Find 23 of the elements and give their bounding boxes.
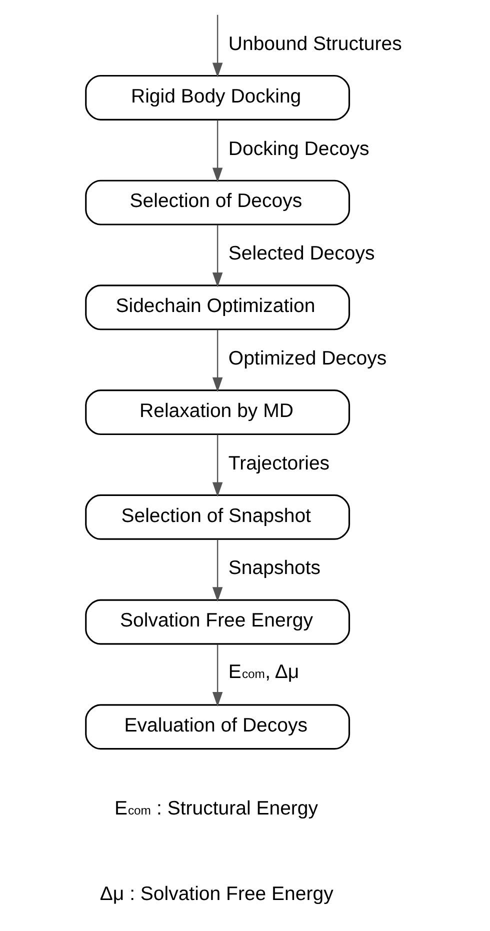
edge-label: Optimized Decoys bbox=[228, 347, 387, 370]
node-box: Sidechain Optimization bbox=[85, 284, 350, 330]
edge-label: Docking Decoys bbox=[228, 138, 370, 160]
arrow bbox=[212, 644, 223, 707]
node-box: Selection of Snapshot bbox=[85, 494, 350, 540]
edge-label: Unbound Structures bbox=[228, 32, 402, 55]
arrow bbox=[212, 14, 223, 78]
arrow bbox=[212, 330, 223, 392]
label: Ecom : Structural Energy bbox=[114, 797, 318, 820]
node-box: Solvation Free Energy bbox=[85, 599, 350, 645]
arrow bbox=[212, 120, 223, 182]
label: Δμ : Solvation Free Energy bbox=[100, 882, 334, 905]
edge-label: Snapshots bbox=[228, 557, 321, 580]
node-box: Evaluation of Decoys bbox=[85, 704, 350, 750]
arrow bbox=[212, 225, 223, 288]
node-box: Selection of Decoys bbox=[85, 180, 350, 226]
node-box: Relaxation by MD bbox=[85, 390, 350, 436]
arrow bbox=[212, 540, 223, 602]
edge-label: Ecom, Δμ bbox=[228, 660, 300, 683]
edge-label: Selected Decoys bbox=[228, 242, 375, 265]
edge-label: Trajectories bbox=[228, 452, 330, 474]
node-box: Rigid Body Docking bbox=[85, 74, 350, 120]
arrow bbox=[212, 434, 223, 497]
